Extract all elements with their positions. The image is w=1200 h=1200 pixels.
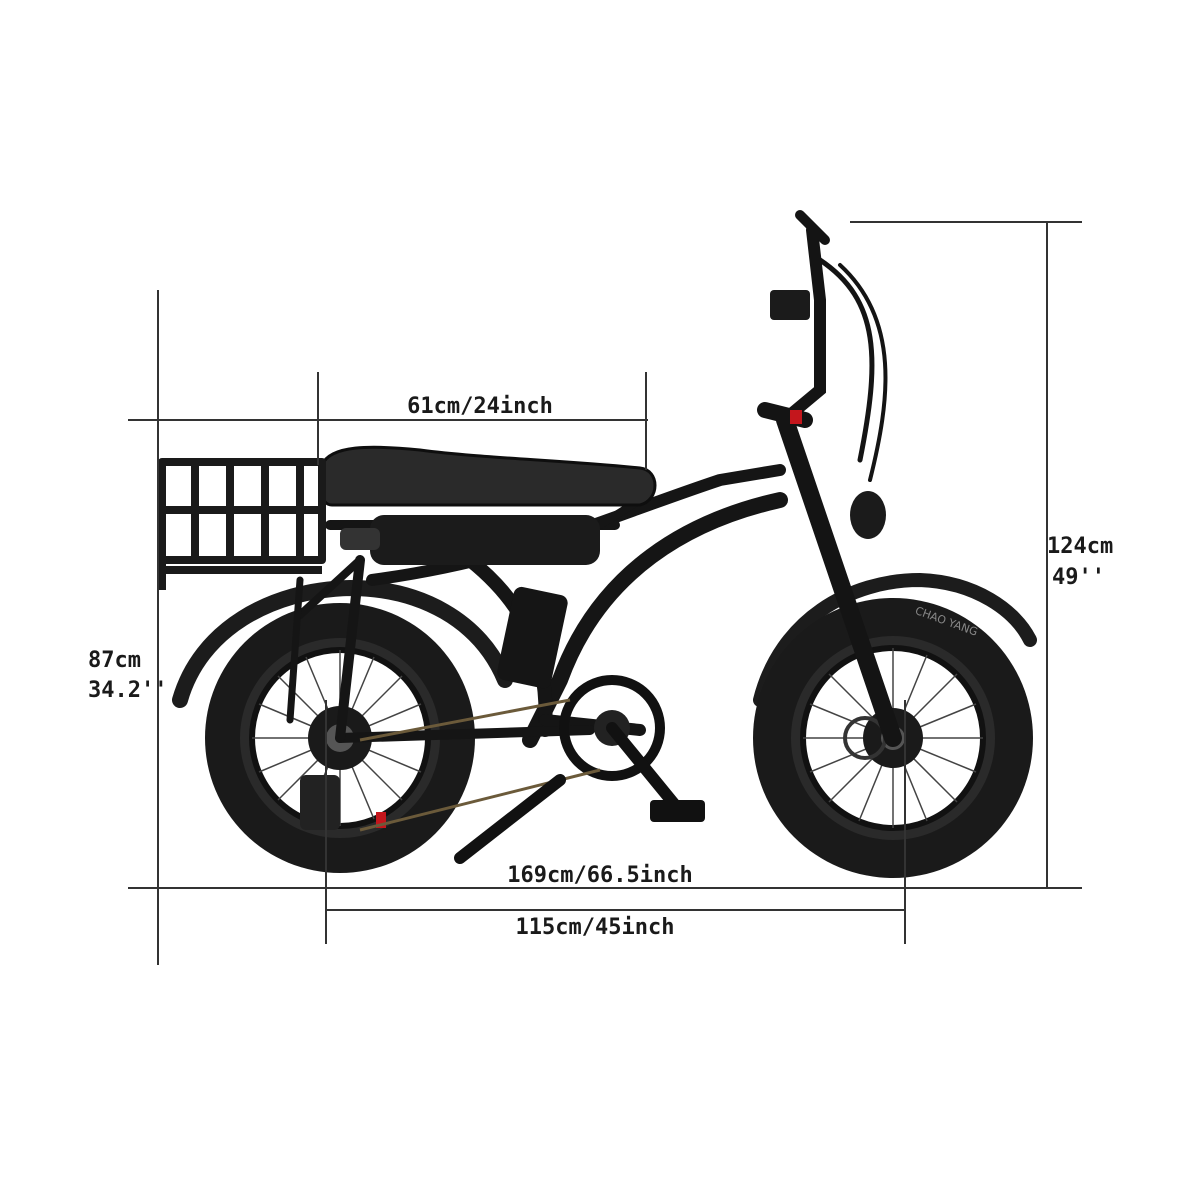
seat-length-label: 61cm/24inch xyxy=(407,394,553,419)
seat-height-cm-label: 87cm xyxy=(88,648,141,673)
wheelbase-label: 115cm/45inch xyxy=(516,915,675,940)
head-tube-reflector xyxy=(790,410,802,424)
rear-fender xyxy=(172,579,513,708)
pedal xyxy=(650,800,705,822)
seat-height-in-label: 34.2'' xyxy=(88,678,167,703)
rear-basket xyxy=(158,458,326,590)
chain-upper xyxy=(359,698,571,742)
overall-height-in-label: 49'' xyxy=(1052,565,1105,590)
drivetrain xyxy=(359,675,705,864)
front-fender xyxy=(753,572,1037,707)
controller-box xyxy=(497,586,568,689)
seat xyxy=(318,445,657,507)
dimension-lines xyxy=(128,221,1082,965)
rear-derailleur xyxy=(300,775,340,830)
overall-height-cm-label: 124cm xyxy=(1047,534,1113,559)
fork-and-handlebar xyxy=(757,210,902,747)
display-unit xyxy=(770,290,810,320)
kickstand xyxy=(454,774,566,864)
battery xyxy=(370,515,600,565)
headlight xyxy=(850,491,886,539)
overall-length-label: 169cm/66.5inch xyxy=(507,863,692,888)
ebike-illustration: CHAO YANG xyxy=(158,210,1037,878)
